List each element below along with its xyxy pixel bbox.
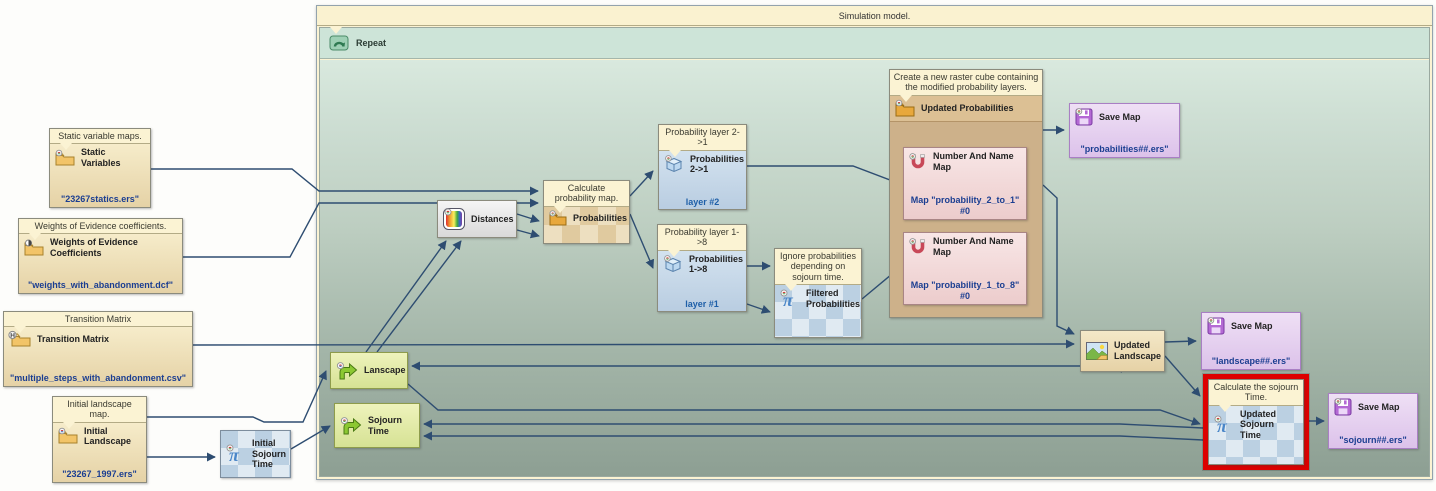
svg-text:π: π: [1217, 416, 1228, 436]
node-label: Number And Name Map: [933, 151, 1014, 172]
landscape-image-icon: [1086, 342, 1108, 360]
node-label: Updated Landscape: [1114, 340, 1162, 361]
node-footer: layer #1: [685, 299, 719, 309]
node-lanscape-mux[interactable]: Lanscape: [330, 352, 408, 389]
node-value: "23267_1997.ers": [62, 469, 137, 480]
floppy-disk-icon: [1075, 108, 1093, 126]
node-label: Transition Matrix: [37, 333, 110, 344]
node-transition-matrix[interactable]: Transition Matrix H Transition Matrix "m…: [3, 311, 193, 387]
node-header: Weights of Evidence coefficients.: [19, 219, 182, 241]
cube-icon: [665, 155, 683, 173]
node-label: Save Map: [1358, 401, 1400, 412]
node-value: "weights_with_abandonment.dcf": [27, 280, 174, 291]
node-header: Probability layer 2->1: [659, 125, 746, 157]
node-header: Initial landscape map.: [53, 397, 146, 429]
node-static-variables[interactable]: Static variable maps. Static Variables "…: [49, 128, 151, 208]
svg-text:π: π: [783, 290, 794, 310]
node-label: Probabilities 2->1: [690, 153, 745, 175]
svg-text:H: H: [10, 333, 15, 340]
node-label: Weights of Evidence Coefficients: [50, 237, 138, 259]
folder-out-icon: [895, 99, 915, 117]
node-value: Map "probability_2_to_1" #0: [910, 195, 1020, 217]
node-label: Lanscape: [364, 365, 406, 376]
node-header: Calculate probability map.: [544, 181, 629, 213]
floppy-disk-icon: [1334, 398, 1352, 416]
node-label: Sojourn Time: [368, 414, 402, 436]
node-footer: layer #2: [685, 197, 720, 207]
node-label: Updated Probabilities: [921, 102, 1014, 113]
node-value: "23267statics.ers": [60, 194, 140, 205]
node-label: Save Map: [1231, 320, 1273, 331]
floppy-disk-icon: [1207, 317, 1225, 335]
rainbow-map-icon: [443, 208, 465, 230]
svg-text:π: π: [229, 445, 240, 465]
node-label: Static Variables: [81, 147, 121, 169]
node-calculate-sojourn[interactable]: Calculate the sojourn Time. π Updated So…: [1208, 379, 1304, 465]
node-save-map-sojourn[interactable]: Save Map "sojourn##.ers": [1328, 393, 1418, 449]
node-header: Static variable maps.: [50, 129, 150, 151]
node-name-map-1-8[interactable]: Number And Name Map Map "probability_1_t…: [903, 232, 1027, 305]
node-header: Create a new raster cube containing the …: [890, 70, 1042, 102]
magnet-icon: [909, 152, 925, 169]
node-initial-sojourn-time[interactable]: π Initial Sojourn Time: [220, 430, 291, 478]
pi-icon: π: [226, 444, 240, 465]
repeat-header[interactable]: Repeat: [320, 27, 1429, 59]
folder-weights-icon: [24, 239, 44, 256]
node-label: Probabilities: [573, 212, 628, 223]
node-save-map-probabilities[interactable]: Save Map "probabilities##.ers": [1069, 103, 1180, 158]
node-probability-layer-1-8[interactable]: Probability layer 1->8 Probabilities 1->…: [657, 224, 747, 312]
folder-map-icon: [58, 428, 78, 444]
node-value: "probabilities##.ers": [1080, 144, 1169, 155]
node-label: Number And Name Map: [933, 236, 1014, 257]
magnet-icon: [909, 237, 925, 254]
node-header: Probability layer 1->8: [658, 225, 746, 257]
pi-icon: π: [780, 289, 794, 310]
cube-icon: [664, 255, 682, 273]
node-value: "multiple_steps_with_abandonment.csv": [9, 373, 187, 384]
folder-out-icon: [549, 209, 567, 226]
node-name-map-2-1[interactable]: Number And Name Map Map "probability_2_t…: [903, 147, 1027, 220]
node-value: "sojourn##.ers": [1339, 435, 1407, 446]
node-save-map-landscape[interactable]: Save Map "landscape##.ers": [1201, 312, 1301, 370]
node-value: Map "probability_1_to_8" #0: [910, 280, 1020, 302]
node-weights-of-evidence[interactable]: Weights of Evidence coefficients. Weight…: [18, 218, 183, 294]
node-value: "landscape##.ers": [1211, 356, 1291, 367]
step-arrow-icon: [340, 416, 362, 434]
highlight-frame: Calculate the sojourn Time. π Updated So…: [1203, 374, 1309, 470]
node-initial-landscape[interactable]: Initial landscape map. Initial Landscape…: [52, 396, 147, 483]
node-label: Distances: [471, 213, 514, 224]
node-header: Ignore probabilities depending on sojour…: [775, 249, 861, 292]
node-label: Filtered Probabilities: [806, 288, 861, 310]
node-ignore-probabilities[interactable]: Ignore probabilities depending on sojour…: [774, 248, 862, 338]
node-probability-layer-2-1[interactable]: Probability layer 2->1 Probabilities 2->…: [658, 124, 747, 210]
node-updated-landscape[interactable]: Updated Landscape: [1080, 330, 1165, 372]
node-calculate-probability[interactable]: Calculate probability map. Probabilities: [543, 180, 630, 244]
pi-icon: π: [1214, 415, 1228, 436]
node-label: Initial Sojourn Time: [252, 437, 286, 470]
node-header: Transition Matrix: [4, 312, 192, 334]
node-label: Initial Landscape: [84, 425, 132, 447]
node-label: Save Map: [1099, 111, 1141, 122]
node-header: Calculate the sojourn Time.: [1209, 380, 1303, 412]
simulation-model-title: Simulation model.: [317, 6, 1432, 26]
node-distances[interactable]: Distances: [437, 200, 517, 238]
node-label: Probabilities 1->8: [689, 253, 744, 275]
node-sojourn-time-mux[interactable]: Sojourn Time: [334, 403, 420, 448]
node-label: Updated Sojourn Time: [1240, 408, 1276, 441]
repeat-icon: [329, 35, 349, 51]
folder-table-icon: H: [8, 331, 31, 347]
folder-map-icon: [55, 149, 75, 166]
step-arrow-icon: [336, 361, 358, 379]
repeat-label: Repeat: [356, 38, 387, 48]
